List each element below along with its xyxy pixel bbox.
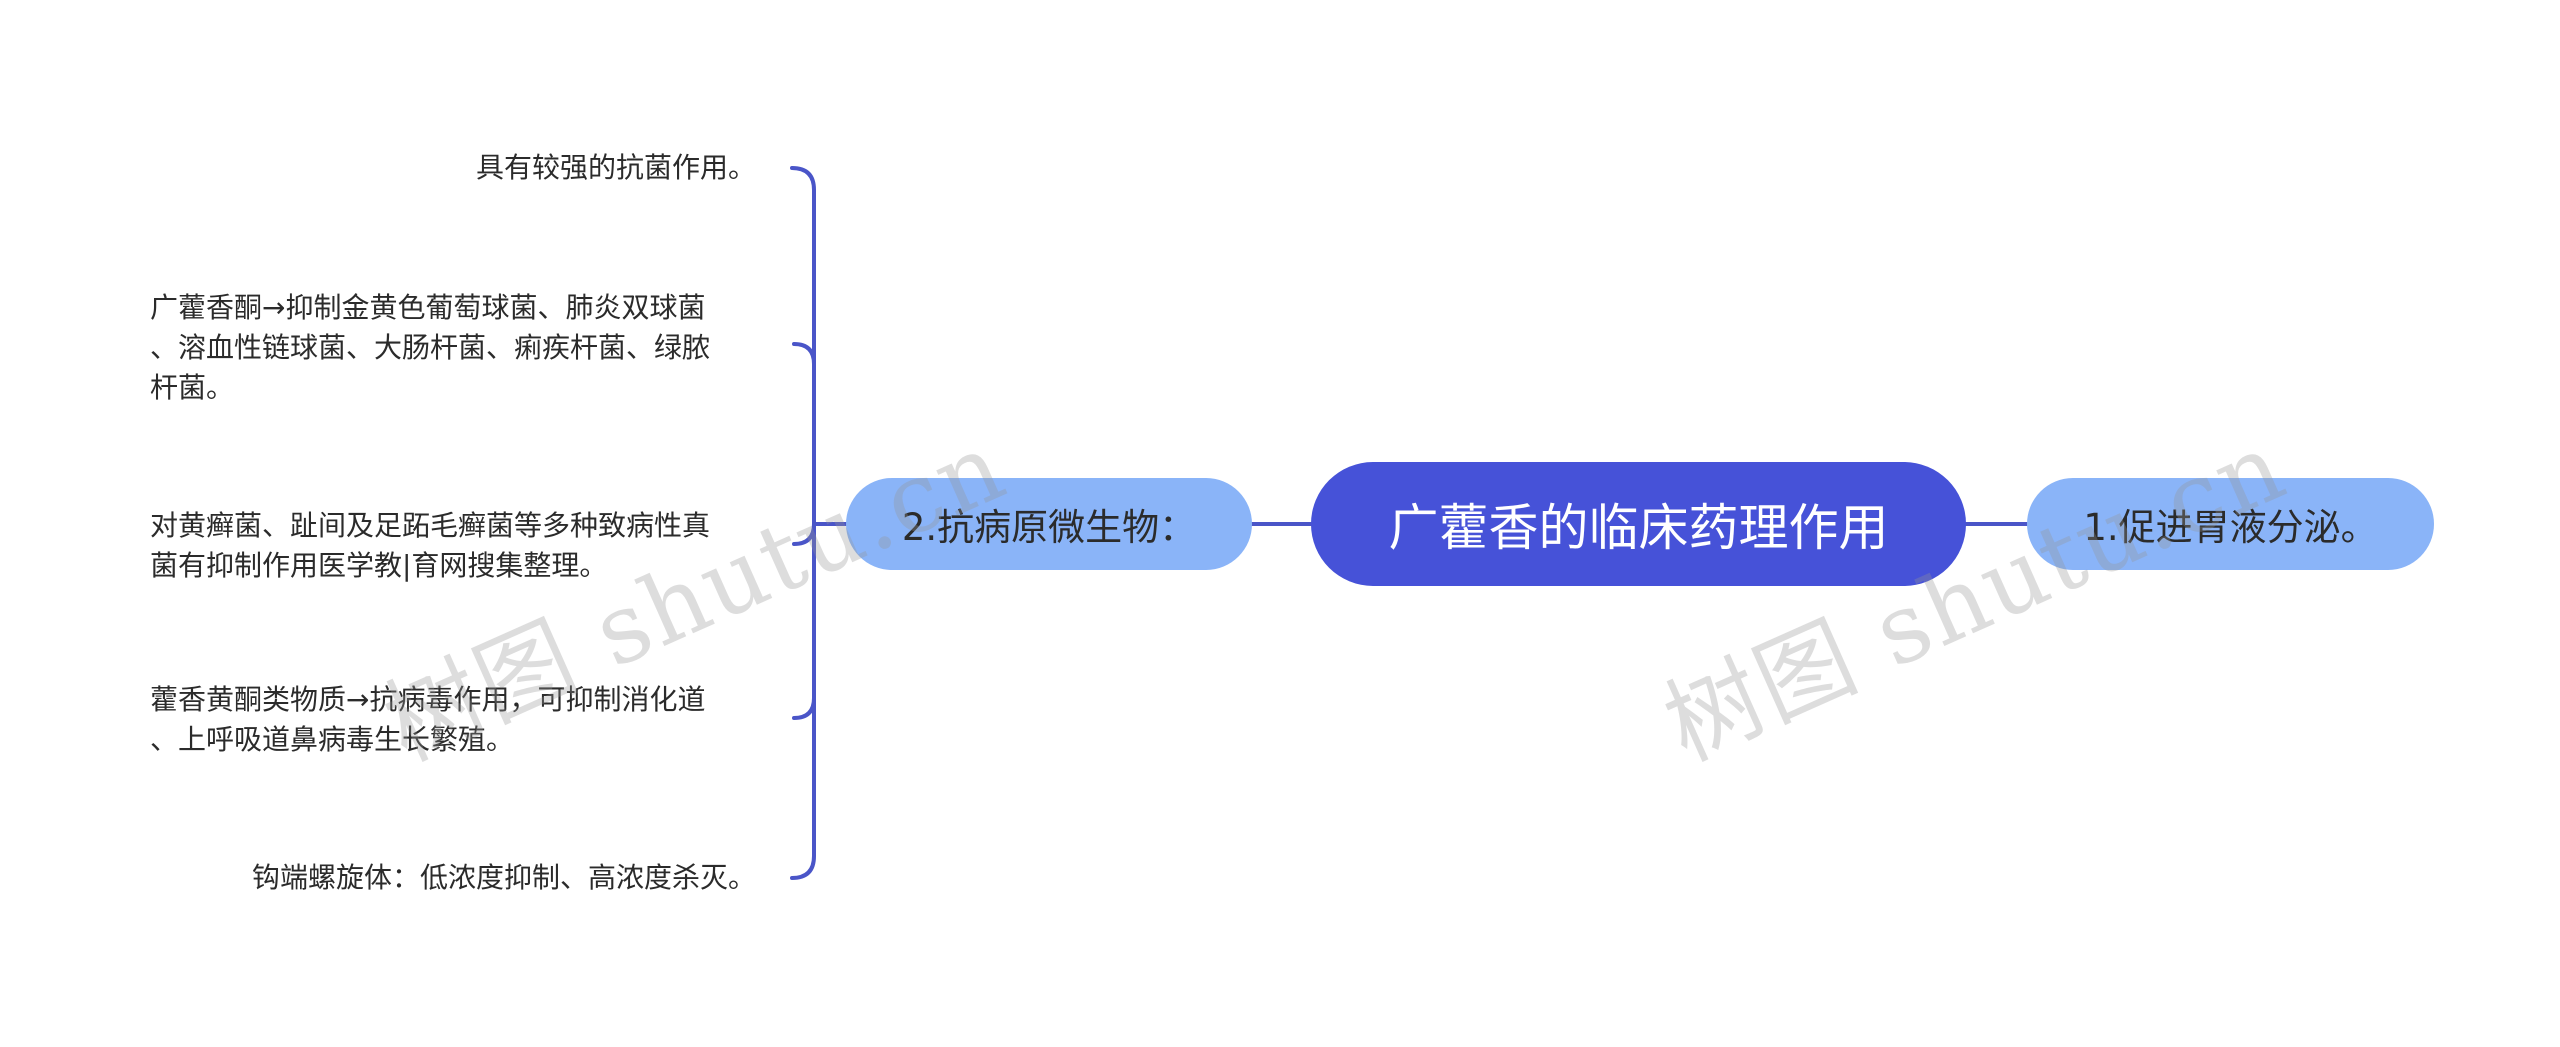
leaf-node[interactable]: 钩端螺旋体：低浓度抑制、高浓度杀灭。 bbox=[252, 858, 756, 898]
leaf-text-line: 广藿香酮→抑制金黄色葡萄球菌、肺炎双球菌 bbox=[150, 291, 706, 324]
leaf-text-line: 杆菌。 bbox=[150, 371, 235, 404]
root-node[interactable]: 广藿香的临床药理作用 bbox=[1311, 462, 1966, 586]
leaf-node[interactable]: 对黄癣菌、趾间及足跖毛癣菌等多种致病性真 菌有抑制作用医学教|育网搜集整理。 bbox=[150, 506, 782, 586]
leaf-text: 钩端螺旋体：低浓度抑制、高浓度杀灭。 bbox=[251, 861, 756, 894]
connector-leaf-1 bbox=[790, 166, 816, 526]
leaf-text-line: 藿香黄酮类物质→抗病毒作用，可抑制消化道 bbox=[150, 683, 706, 716]
leaf-text-line: 对黄癣菌、趾间及足跖毛癣菌等多种致病性真 bbox=[150, 509, 711, 542]
leaf-text: 具有较强的抗菌作用。 bbox=[475, 151, 756, 184]
root-label: 广藿香的临床药理作用 bbox=[1388, 499, 1889, 557]
leaf-node[interactable]: 藿香黄酮类物质→抗病毒作用，可抑制消化道 、上呼吸道鼻病毒生长繁殖。 bbox=[150, 680, 782, 760]
leaf-text-line: 、溶血性链球菌、大肠杆菌、痢疾杆菌、绿脓 bbox=[150, 331, 711, 364]
leaf-text-line: 菌有抑制作用医学教|育网搜集整理。 bbox=[150, 549, 608, 582]
connector-leaf-5 bbox=[790, 522, 816, 880]
branch-label: 1.促进胃液分泌。 bbox=[2083, 506, 2378, 549]
connector-leaf-3 bbox=[792, 522, 816, 546]
branch-node-gastric[interactable]: 1.促进胃液分泌。 bbox=[2027, 478, 2434, 570]
branch-node-antipathogen[interactable]: 2.抗病原微生物： bbox=[846, 478, 1252, 570]
leaf-node[interactable]: 广藿香酮→抑制金黄色葡萄球菌、肺炎双球菌 、溶血性链球菌、大肠杆菌、痢疾杆菌、绿… bbox=[150, 288, 782, 408]
connector-leaf-4 bbox=[792, 522, 816, 720]
branch-label: 2.抗病原微生物： bbox=[901, 506, 1197, 549]
leaf-node[interactable]: 具有较强的抗菌作用。 bbox=[476, 148, 756, 188]
leaf-text-line: 、上呼吸道鼻病毒生长繁殖。 bbox=[150, 723, 515, 756]
connector-leaf-2 bbox=[792, 342, 816, 526]
